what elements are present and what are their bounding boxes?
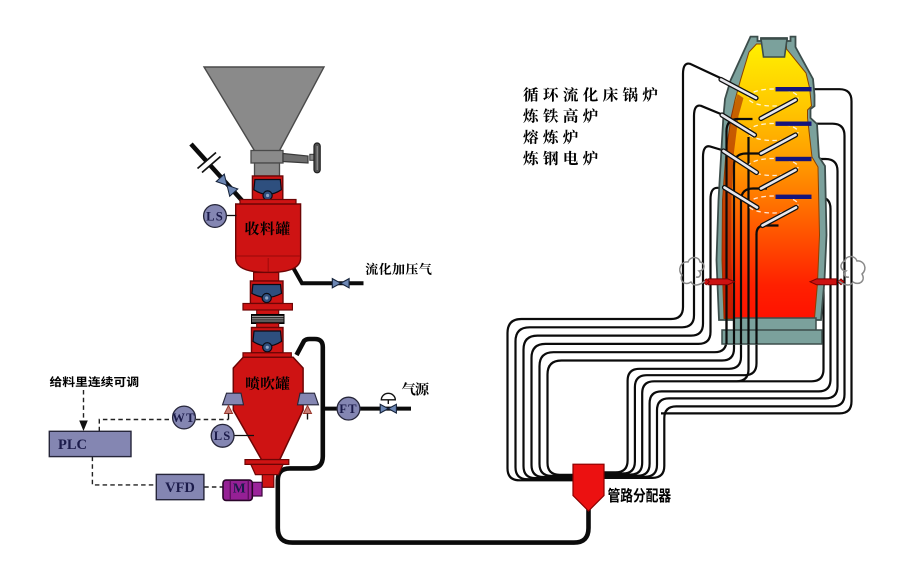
svg-text:VFD: VFD	[165, 480, 195, 496]
svg-text:WT: WT	[172, 411, 195, 425]
svg-text:LS: LS	[206, 209, 224, 223]
svg-text:PLC: PLC	[58, 437, 87, 453]
svg-text:FT: FT	[339, 402, 358, 416]
svg-text:LS: LS	[214, 429, 232, 443]
svg-text:M: M	[233, 481, 246, 496]
